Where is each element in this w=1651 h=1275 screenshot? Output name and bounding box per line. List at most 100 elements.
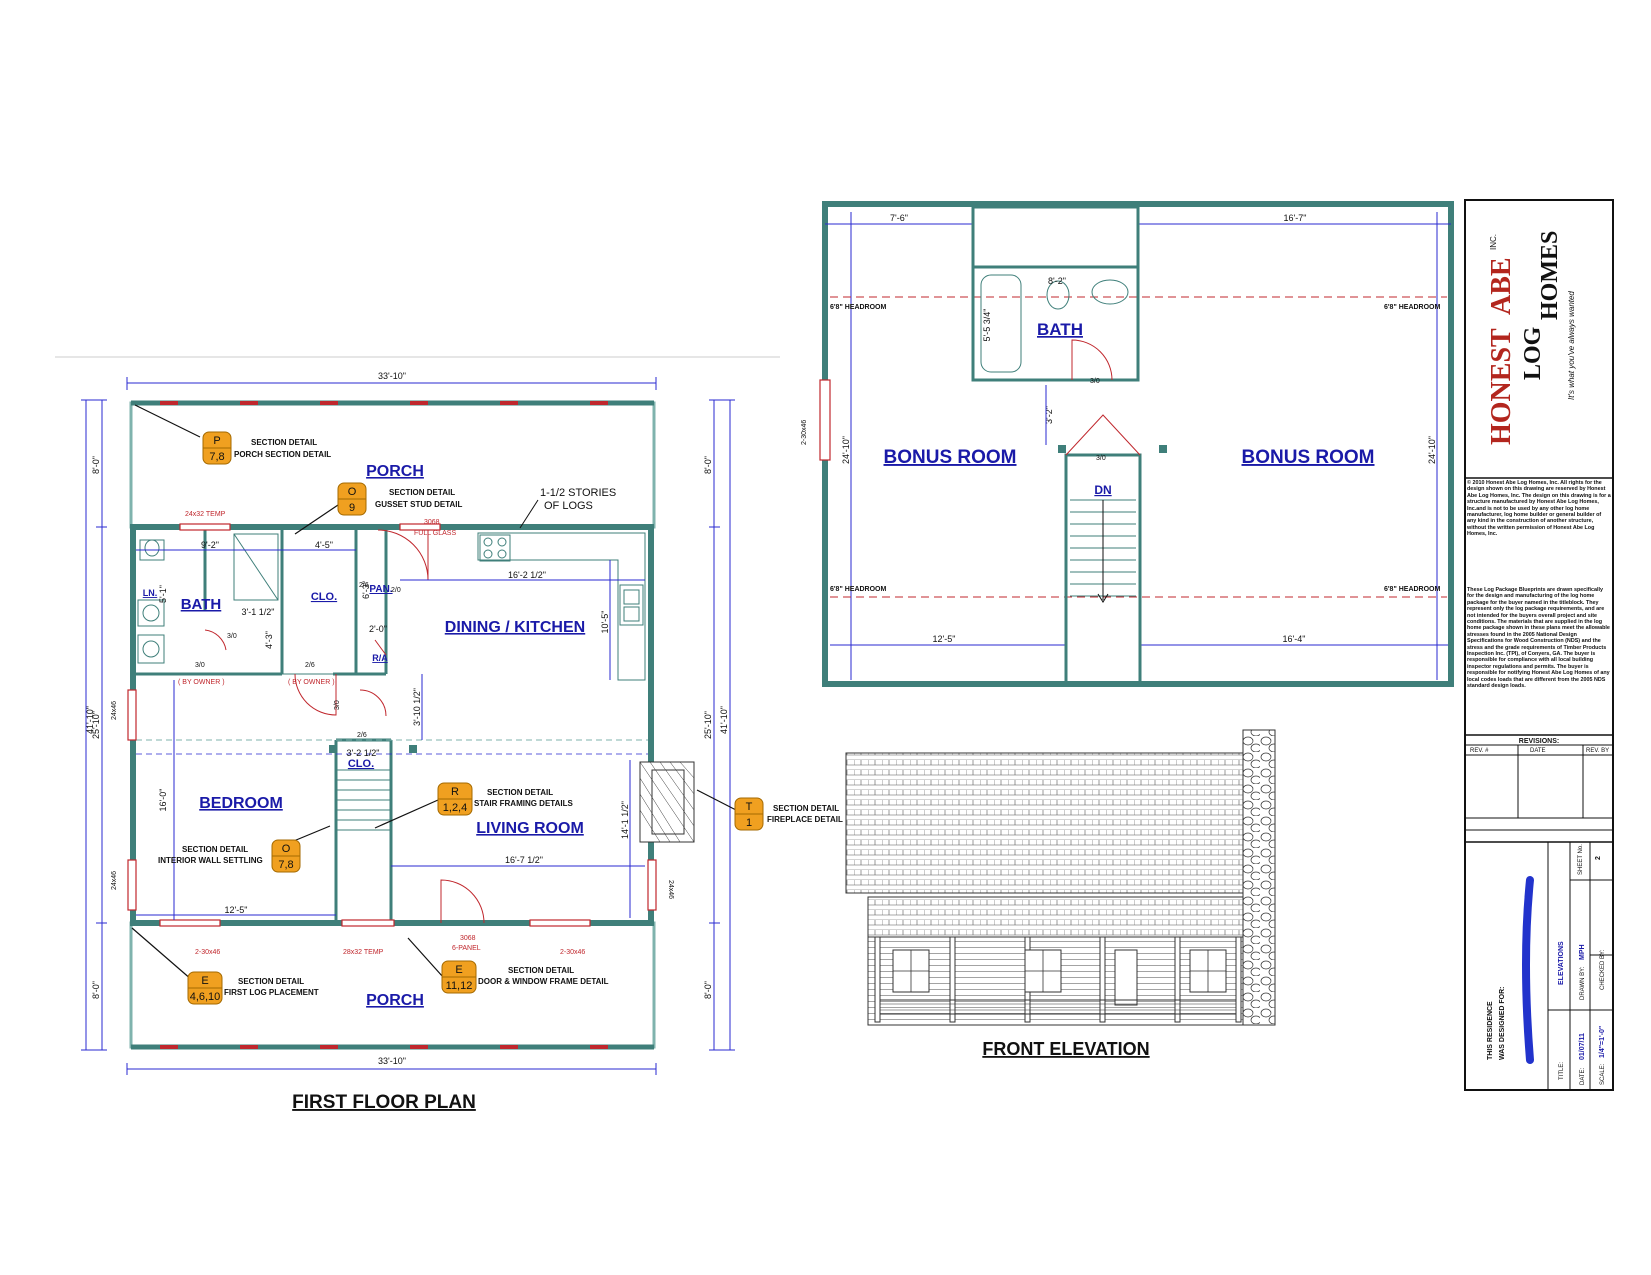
- headroom-br: 6'8" HEADROOM: [1384, 586, 1440, 593]
- dim-bed-w: 12'-5": [225, 905, 248, 915]
- door-26-a: 2/6: [305, 662, 315, 669]
- dim-right-bot: 8'-0": [703, 981, 713, 999]
- room-bonus-left: BONUS ROOM: [884, 447, 1017, 468]
- front-elevation: FRONT ELEVATION: [845, 729, 1276, 1059]
- sheet-label: SHEET No.: [1578, 844, 1584, 875]
- door-30-c: 3/0: [334, 700, 341, 710]
- svg-text:SECTION DETAIL: SECTION DETAIL: [487, 788, 553, 797]
- svg-text:HONEST: HONEST: [1486, 328, 1517, 445]
- side-window-label: 2-30x46: [801, 420, 808, 445]
- svg-text:INTERIOR WALL SETTLING: INTERIOR WALL SETTLING: [158, 856, 263, 865]
- room-linen: LN.: [143, 588, 158, 598]
- dim-bed-h: 16'-0": [158, 789, 168, 812]
- room-pantry: PAN.: [369, 584, 392, 595]
- dim-right-mid: 25'-10": [703, 711, 713, 739]
- dim-left-top: 8'-0": [91, 456, 101, 474]
- callout-e-log[interactable]: E 4,6,10 SECTION DETAIL FIRST LOG PLACEM…: [187, 971, 319, 1005]
- rev-no-header: REV. #: [1470, 748, 1489, 754]
- revisions-header: REVISIONS:: [1519, 738, 1559, 745]
- callout-o-gusset[interactable]: O 9 SECTION DETAIL GUSSET STUD DETAIL: [337, 482, 463, 516]
- callout-o-settling[interactable]: O 7,8 SECTION DETAIL INTERIOR WALL SETTL…: [158, 839, 301, 873]
- door-20: 2/0: [391, 587, 401, 594]
- svg-text:4,6,10: 4,6,10: [190, 991, 221, 1003]
- logs-note: OF LOGS: [544, 500, 593, 512]
- dim-right-top: 8'-0": [703, 456, 713, 474]
- sheet-value: 2: [1595, 856, 1602, 860]
- svg-text:R: R: [451, 786, 459, 798]
- window-left-2: 24x46: [111, 871, 118, 890]
- full-glass-label: FULL GLASS: [414, 530, 456, 537]
- svg-text:INC.: INC.: [1489, 234, 1498, 250]
- stories-note: 1-1/2 STORIES: [540, 487, 616, 499]
- dim-ra-w: 2'-0": [369, 624, 387, 634]
- title-block: HONEST ABE INC. LOG HOMES It's what you'…: [1464, 199, 1614, 1091]
- dim-living-h: 14'-1 1/2": [620, 801, 630, 839]
- dim-bottom: 33'-10": [378, 1056, 406, 1066]
- callout-e-frame[interactable]: E 11,12 SECTION DETAIL DOOR & WINDOW FRA…: [441, 960, 609, 994]
- window-bottom-2: 28x32 TEMP: [343, 949, 384, 956]
- window-right: 24x46: [667, 880, 674, 899]
- front-door-code: 3068: [460, 935, 476, 942]
- drawn-value: MPH: [1579, 944, 1586, 960]
- svg-text:SECTION DETAIL: SECTION DETAIL: [773, 804, 839, 813]
- dim-left-bot: 8'-0": [91, 981, 101, 999]
- room-dining-kitchen: DINING / KITCHEN: [445, 619, 585, 636]
- title-label: TITLE:: [1559, 1062, 1565, 1080]
- front-elevation-title: FRONT ELEVATION: [982, 1039, 1149, 1059]
- dim-shower-h: 4'-3": [264, 631, 274, 649]
- copyright-notice: © 2010 Honest Abe Log Homes, Inc. All ri…: [1467, 480, 1611, 538]
- svg-text:SECTION DETAIL: SECTION DETAIL: [182, 845, 248, 854]
- dim-bath-w-2: 8'-2": [1048, 276, 1066, 286]
- door-stair-2: 3/0: [1096, 455, 1106, 462]
- room-ra: R/A: [372, 653, 388, 663]
- window-left-1: 24x46: [111, 701, 118, 720]
- dim-top-right: 16'-7": [1284, 213, 1307, 223]
- dim-kitchen-h: 10'-5": [600, 611, 610, 634]
- honest-abe-logo: HONEST ABE INC. LOG HOMES It's what you'…: [1486, 231, 1576, 445]
- by-owner-1: ( BY OWNER ): [178, 679, 225, 686]
- svg-text:HOMES: HOMES: [1537, 231, 1563, 320]
- dim-right-total: 41'-10": [719, 706, 729, 734]
- svg-text:P: P: [213, 435, 220, 447]
- disclaimer-notice: These Log Package Blueprints are drawn s…: [1467, 587, 1610, 690]
- svg-text:7,8: 7,8: [209, 451, 224, 463]
- dim-clo2-w: 3'-2 1/2": [347, 748, 380, 758]
- headroom-tr: 6'8" HEADROOM: [1384, 304, 1440, 311]
- room-bedroom: BEDROOM: [199, 795, 283, 812]
- front-door-label: 6-PANEL: [452, 945, 481, 952]
- svg-text:11,12: 11,12: [446, 980, 473, 992]
- callout-t-fireplace[interactable]: T 1 SECTION DETAIL FIREPLACE DETAIL: [734, 797, 843, 831]
- svg-text:SECTION DETAIL: SECTION DETAIL: [251, 438, 317, 447]
- date-header: DATE: [1530, 748, 1546, 754]
- svg-text:O: O: [348, 486, 357, 498]
- dim-shower: 3'-1 1/2": [242, 607, 275, 617]
- callout-r-stair[interactable]: R 1,2,4 SECTION DETAIL STAIR FRAMING DET…: [437, 782, 573, 816]
- svg-text:FIREPLACE DETAIL: FIREPLACE DETAIL: [767, 815, 843, 824]
- first-floor-plan: 33'-10" 33'-10" 41'-10" 8'-0" 25'-10" 8'…: [81, 371, 843, 1113]
- svg-text:SECTION DETAIL: SECTION DETAIL: [389, 488, 455, 497]
- svg-text:FIRST LOG PLACEMENT: FIRST LOG PLACEMENT: [224, 988, 319, 997]
- redacted-client-name: [1522, 876, 1534, 1064]
- headroom-tl: 6'8" HEADROOM: [830, 304, 886, 311]
- svg-text:DOOR & WINDOW FRAME DETAIL: DOOR & WINDOW FRAME DETAIL: [478, 977, 609, 986]
- door-26-b: 2/6: [357, 732, 367, 739]
- dim-left-total: 41'-10": [85, 706, 95, 734]
- room-clo-1: CLO.: [311, 591, 337, 603]
- svg-text:GUSSET STUD DETAIL: GUSSET STUD DETAIL: [375, 500, 463, 509]
- second-floor-plan: 7'-6" 16'-7" 12'-5" 16'-4" 24'-10" 24'-1…: [801, 201, 1454, 687]
- dim-bath-gap: 3'-2": [1044, 406, 1054, 424]
- svg-text:LOG: LOG: [1520, 326, 1546, 380]
- designed-for-line2: WAS DESIGNED FOR:: [1499, 986, 1506, 1060]
- svg-text:It's what you've always wanted: It's what you've always wanted: [1567, 291, 1576, 400]
- full-glass-code: 3068: [424, 519, 440, 526]
- svg-text:E: E: [201, 975, 208, 987]
- designed-for-line1: THIS RESIDENCE: [1487, 1001, 1494, 1060]
- first-floor-title: FIRST FLOOR PLAN: [292, 1092, 476, 1113]
- room-clo-2: CLO.: [348, 758, 374, 770]
- callout-p-porch[interactable]: P 7,8 SECTION DETAIL PORCH SECTION DETAI…: [202, 431, 331, 465]
- room-bonus-right: BONUS ROOM: [1242, 447, 1375, 468]
- dim-left-h: 24'-10": [841, 436, 851, 464]
- dim-clo-h: 6'-3": [361, 581, 371, 599]
- dim-bath-w: 9'-2": [201, 540, 219, 550]
- headroom-bl: 6'8" HEADROOM: [830, 586, 886, 593]
